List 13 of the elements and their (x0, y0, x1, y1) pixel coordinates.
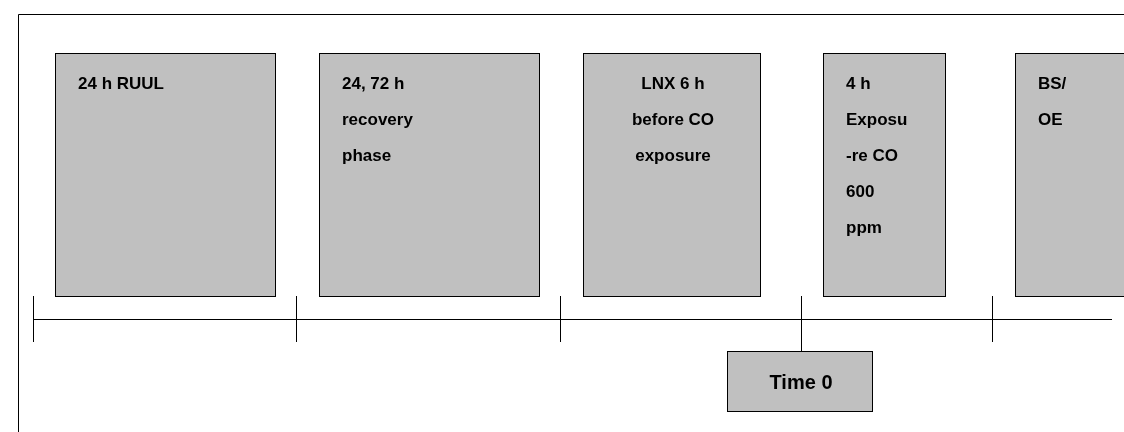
phase-box (1015, 53, 1124, 297)
time-label: Time 0 (768, 370, 834, 395)
phase-label: 4 h Exposu -re CO 600 ppm (846, 73, 909, 239)
phase-box (583, 53, 761, 297)
phase-box (319, 53, 540, 297)
phase-label: BS/ OE (1038, 73, 1068, 131)
phase-box (55, 53, 276, 297)
phase-label: 24, 72 h recovery phase (342, 73, 414, 167)
connector-line (801, 318, 802, 352)
time-marker-box (727, 351, 873, 412)
phase-label: LNX 6 h before CO exposure (630, 73, 716, 167)
phase-label: 24 h RUUL (78, 73, 165, 95)
phase-box (823, 53, 946, 297)
